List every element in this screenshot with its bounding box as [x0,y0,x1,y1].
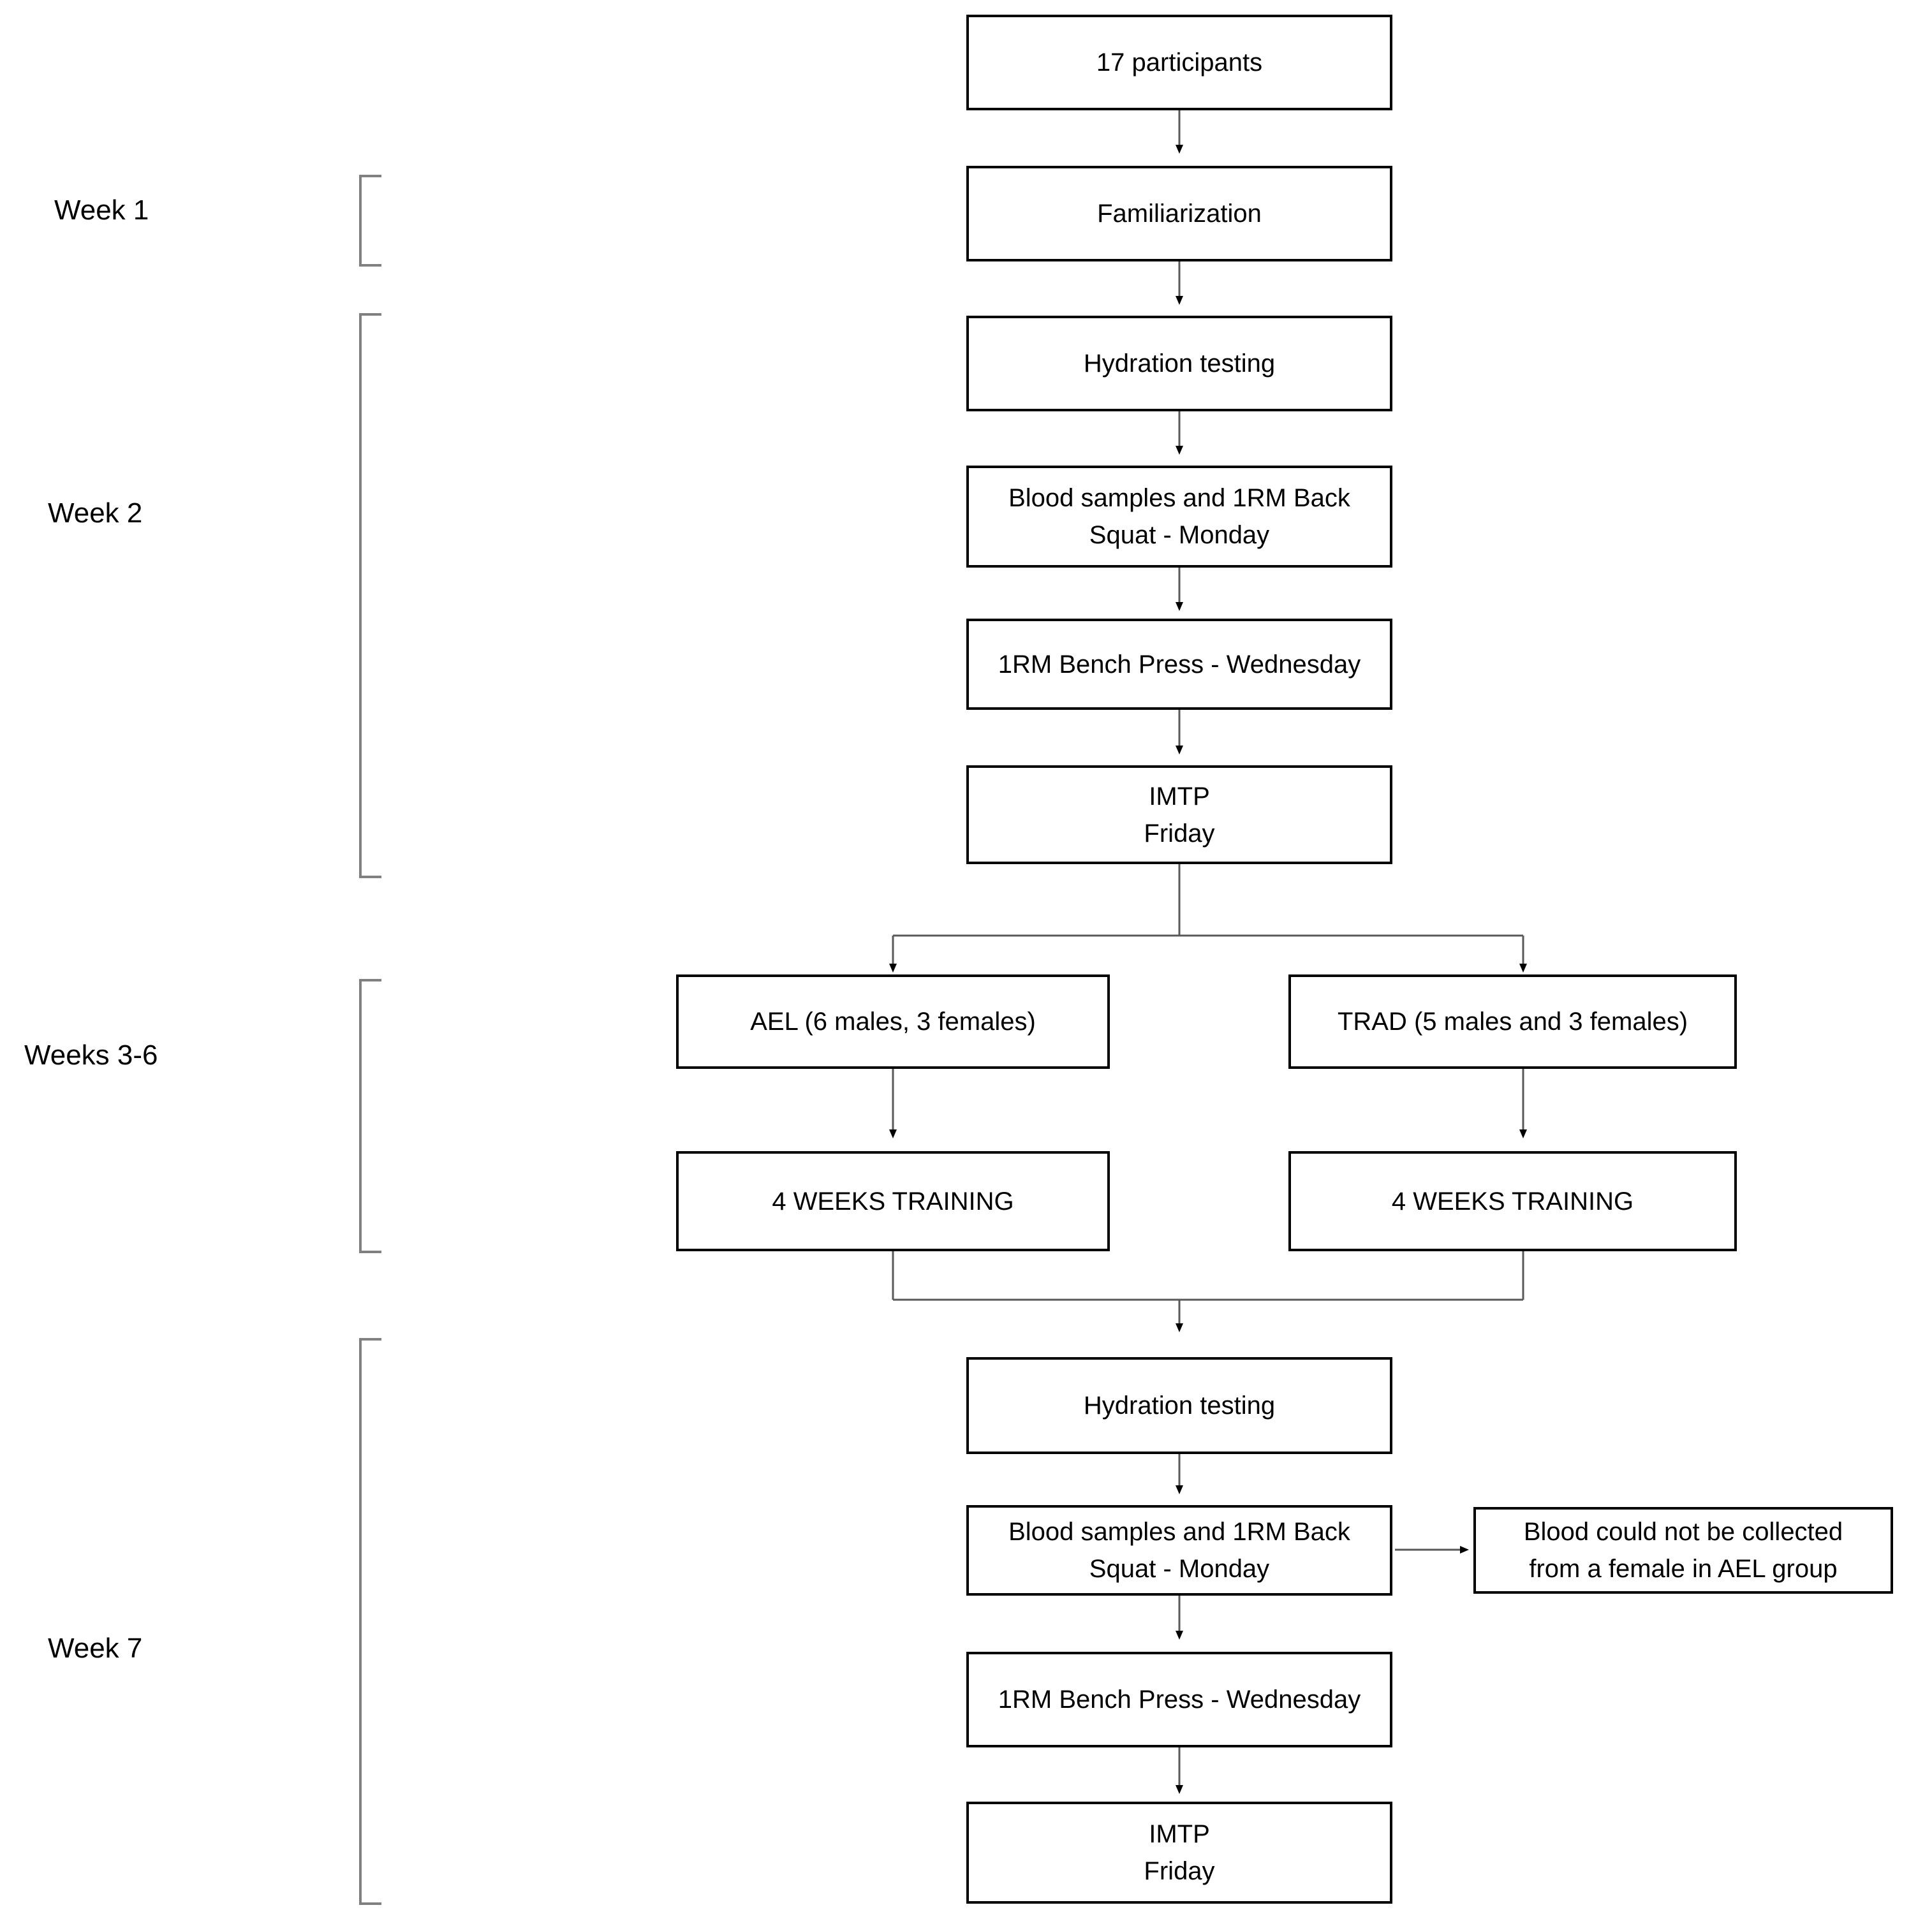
node-imtp-pre-label: IMTP Friday [1144,782,1215,848]
node-blood-samples-squat-post[interactable]: Blood samples and 1RM Back Squat - Monda… [966,1505,1392,1596]
node-bench-press-pre[interactable]: 1RM Bench Press - Wednesday [966,619,1392,710]
node-trad-group[interactable]: TRAD (5 males and 3 females) [1288,974,1737,1069]
node-blood-samples-squat-pre-label: Blood samples and 1RM Back Squat - Monda… [1008,484,1350,549]
node-ael-group-label: AEL (6 males, 3 females) [750,1008,1036,1036]
node-familiarization-label: Familiarization [1097,200,1262,228]
stage-label-week-7: Week 7 [48,1633,143,1664]
stage-label-week-1: Week 1 [54,195,149,226]
node-blood-samples-squat-pre[interactable]: Blood samples and 1RM Back Squat - Monda… [966,466,1392,568]
node-hydration-testing-pre[interactable]: Hydration testing [966,316,1392,411]
bracket-week-7 [359,1338,381,1905]
stage-label-weeks-3-6: Weeks 3-6 [24,1040,158,1071]
node-bench-press-post-label: 1RM Bench Press - Wednesday [998,1686,1361,1714]
bracket-week-2 [359,313,381,878]
node-trad-training-label: 4 WEEKS TRAINING [1391,1187,1634,1216]
node-participants-label: 17 participants [1096,48,1263,77]
node-blood-samples-squat-post-label: Blood samples and 1RM Back Squat - Monda… [1008,1518,1350,1583]
node-imtp-post-label: IMTP Friday [1144,1820,1215,1885]
node-hydration-testing-pre-label: Hydration testing [1083,349,1276,378]
node-imtp-pre[interactable]: IMTP Friday [966,765,1392,864]
bracket-weeks-3-6 [359,979,381,1253]
node-bench-press-pre-label: 1RM Bench Press - Wednesday [998,650,1361,679]
node-imtp-post[interactable]: IMTP Friday [966,1802,1392,1904]
node-ael-group[interactable]: AEL (6 males, 3 females) [676,974,1110,1069]
node-participants[interactable]: 17 participants [966,15,1392,110]
node-trad-training[interactable]: 4 WEEKS TRAINING [1288,1151,1737,1251]
node-blood-collection-note[interactable]: Blood could not be collected from a fema… [1473,1507,1893,1594]
node-blood-collection-note-label: Blood could not be collected from a fema… [1523,1518,1843,1583]
stage-label-week-2: Week 2 [48,497,143,529]
node-hydration-testing-post[interactable]: Hydration testing [966,1357,1392,1454]
bracket-week-1 [359,175,381,267]
node-trad-group-label: TRAD (5 males and 3 females) [1337,1008,1688,1036]
node-ael-training[interactable]: 4 WEEKS TRAINING [676,1151,1110,1251]
node-hydration-testing-post-label: Hydration testing [1083,1392,1276,1420]
node-familiarization[interactable]: Familiarization [966,166,1392,261]
node-bench-press-post[interactable]: 1RM Bench Press - Wednesday [966,1652,1392,1747]
node-ael-training-label: 4 WEEKS TRAINING [772,1187,1014,1216]
